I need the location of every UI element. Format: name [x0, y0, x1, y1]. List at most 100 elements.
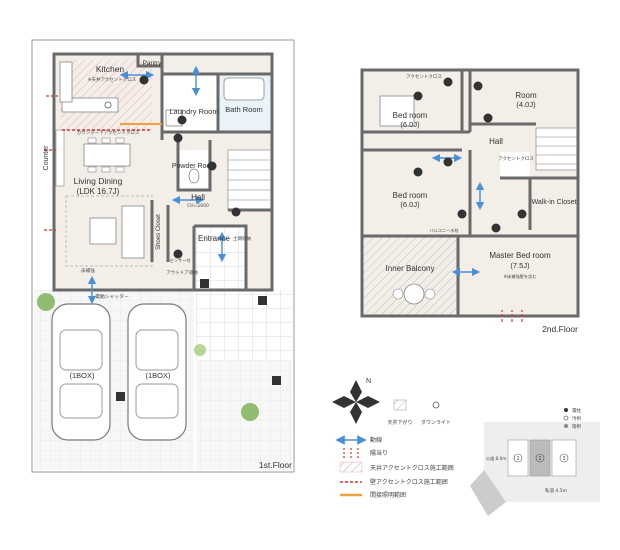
tree-icons: [37, 293, 259, 421]
marker-m1: M: [416, 95, 421, 101]
site-key-sewage: 汚桝: [572, 415, 581, 422]
site-key-pole: 電柱: [572, 407, 581, 414]
label-walkin: Walk-in Closet: [532, 199, 577, 206]
label-shoes-closet: Shoes Closet: [156, 214, 162, 250]
site-road-public: 公道 8.0m: [486, 455, 506, 462]
legend-label-flow: 動線: [370, 436, 382, 444]
label-bed1-size: (6.0J): [400, 120, 420, 129]
label-hall: Hall: [191, 193, 205, 202]
dining-chairs: [87, 137, 125, 173]
compass-north: N: [366, 378, 371, 385]
second-floor-toilet: [500, 152, 530, 178]
label-parking-1: (1BOX): [69, 371, 95, 380]
label-bed1: Bed room: [393, 111, 428, 120]
site-map-road: [470, 470, 506, 516]
sofa: [121, 205, 145, 259]
label-living-dining: Living Dining: [74, 176, 123, 186]
marker-cl1: CL: [445, 80, 451, 85]
marker-c: C: [118, 395, 123, 401]
second-floor-title: 2nd.Floor: [542, 324, 578, 334]
site-map: 1 2 3 私道 4.5m 公道 8.0m 電柱 汚桝 雨桝: [470, 407, 600, 516]
note-accent2-2f: アクセントクロス: [406, 74, 442, 80]
first-floor-sun-arrows: [44, 95, 58, 231]
second-floor-sun-arrows: [501, 310, 523, 322]
marker-d: D: [234, 211, 239, 217]
marker-l: L: [176, 137, 180, 143]
marker-b: B: [260, 299, 264, 305]
marker-o: O: [176, 253, 181, 259]
legend-label-indirect: 間接照明範囲: [370, 491, 406, 499]
first-floor-markers: P L H H D C S B P O: [116, 75, 281, 401]
legend-swatch-sun: [343, 446, 359, 458]
site-boundary: [31, 39, 295, 473]
sink-icon: [104, 101, 112, 109]
first-floor-title: 1st.Floor: [259, 460, 292, 470]
note-sensor: センサー付: [170, 257, 191, 264]
label-bath: Bath Room: [225, 105, 263, 114]
marker-cl5: CL: [519, 212, 525, 217]
note-balcony: バルコニー水栓: [429, 227, 459, 234]
bed-room1-bed: [379, 95, 415, 127]
label-bed2: Bed room: [393, 191, 428, 200]
first-floor-stairs: [227, 149, 273, 211]
label-inner-balcony: Inner Balcony: [386, 264, 435, 273]
label-counter: Counter: [43, 145, 50, 171]
legend: N 天井下がり ダウンライト 動線 陽当り 天井アクセントクロス施工範囲 壁アク…: [332, 378, 454, 499]
marker-cl4: CL: [459, 212, 465, 217]
label-parking-2: (1BOX): [145, 371, 171, 380]
marker-cl3: CL: [445, 160, 451, 165]
car-left: [51, 303, 111, 441]
label-powder: Powder Room: [172, 163, 217, 170]
marker-h2: H: [210, 165, 214, 171]
marker-s: S: [274, 379, 278, 385]
marker-m3: M: [416, 171, 421, 177]
lot-label-3: 3: [563, 456, 566, 462]
label-downlight: ダウンライト: [421, 419, 451, 426]
inner-balcony-floor: [362, 236, 458, 316]
lot-2-highlight: [529, 439, 551, 477]
note-storage: 土間収納: [233, 235, 251, 242]
first-floor-plan: P L H H D C S B P O Kitchen Pantry ※天井アク…: [31, 39, 295, 473]
first-floor-flow-arrows: [87, 65, 227, 305]
note-kitchen-accent: ※天井アクセントクロス: [88, 76, 137, 83]
note-hall-ch: CH=2600: [187, 203, 209, 209]
wall-counter: [55, 129, 65, 187]
toilet-icon: [188, 168, 200, 184]
note-window: 床補強: [81, 267, 95, 274]
legend-label-sun: 陽当り: [370, 449, 388, 457]
approach-tiles: [196, 290, 292, 360]
label-entrance: Entrance: [198, 234, 231, 243]
label-room: Room: [515, 91, 537, 100]
marker-h1: H: [180, 119, 184, 125]
note-shutter: 電動シャッター: [95, 293, 129, 300]
marker-cl2: CL: [475, 84, 481, 89]
second-floor-markers: M M M M CL CL CL CL CL: [413, 77, 527, 233]
label-bed2-size: (6.0J): [400, 200, 420, 209]
bathtub: [223, 77, 265, 101]
marker-p2: P: [202, 282, 206, 288]
label-room-size: (4.0J): [516, 100, 536, 109]
ceiling-hatch-swatch: [393, 399, 407, 411]
site-road-private: 私道 4.5m: [545, 487, 567, 494]
label-master: Master Bed room: [489, 251, 551, 260]
label-ldk-size: (LDK 16.7J): [77, 187, 120, 196]
label-kitchen: Kitchen: [96, 64, 125, 74]
note-floor-wood: ※床補強壁を含む: [504, 273, 537, 280]
site-map-key: 電柱 汚桝 雨桝: [563, 407, 581, 430]
compass-icon: N: [332, 378, 380, 424]
legend-swatch-ceiling-accent: [339, 461, 363, 473]
legend-label-ceiling-accent: 天井アクセントクロス施工範囲: [370, 464, 454, 472]
second-floor-plan: M M M M CL CL CL CL CL Bed room (6.0J) R…: [360, 68, 580, 334]
dining-table: [83, 143, 131, 167]
lot-1: [507, 439, 529, 477]
label-laundry: Laundry Room: [169, 107, 218, 116]
lot-label-2: 2: [539, 456, 542, 462]
lot-3: [551, 439, 577, 477]
note-accent-2f: アクセントクロス: [498, 156, 534, 162]
kitchen-back-counter: [59, 61, 73, 103]
marker-m2: M: [486, 117, 491, 123]
label-ceiling-hatch: 天井下がり: [387, 419, 412, 426]
coffee-table: [89, 217, 117, 245]
second-floor-walls: [360, 68, 580, 318]
